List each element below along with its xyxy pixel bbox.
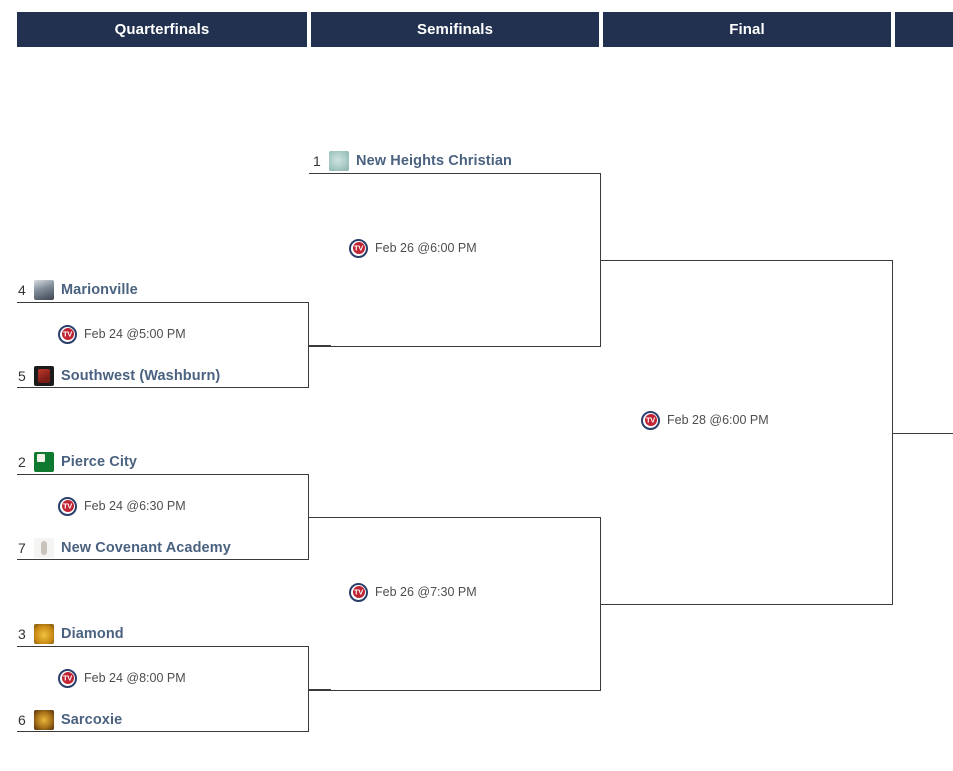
bracket-connector-semifinal-2 (601, 604, 623, 605)
new-covenant-academy-logo (34, 538, 54, 558)
tv-broadcast-icon[interactable] (58, 496, 77, 516)
team-seed: 5 (18, 368, 26, 384)
team-seed: 4 (18, 282, 26, 298)
bracket-line-semifinal-1 (309, 173, 601, 347)
game-broadcast-row[interactable]: Feb 24 @8:00 PM (58, 668, 186, 688)
game-time: Feb 26 @7:30 PM (375, 585, 477, 599)
round-header-semifinals: Semifinals (311, 12, 601, 47)
bracket-connector-quarterfinal-1 (309, 345, 331, 346)
bracket-connector-quarterfinal-2 (309, 517, 331, 518)
bracket-connector-quarterfinal-3 (309, 689, 331, 690)
team-row[interactable]: 1 New Heights Christian (313, 150, 512, 172)
new-heights-christian-logo (329, 151, 349, 171)
game-broadcast-row[interactable]: Feb 24 @6:30 PM (58, 496, 186, 516)
team-name[interactable]: New Covenant Academy (61, 540, 231, 556)
marionville-logo (34, 280, 54, 300)
bracket-line-semifinal-2 (309, 517, 601, 691)
table-row[interactable]: 2 Pierce City (18, 451, 137, 473)
team-name[interactable]: Pierce City (61, 454, 138, 470)
round-header-final: Final (603, 12, 893, 47)
pierce-city-logo (34, 452, 54, 472)
diamond-logo (34, 624, 54, 644)
table-row[interactable]: 5 Southwest (Washburn) (18, 365, 220, 387)
game-broadcast-row[interactable]: Feb 28 @6:00 PM (641, 410, 769, 430)
team-name[interactable]: New Heights Christian (356, 153, 512, 169)
team-name[interactable]: Sarcoxie (61, 712, 123, 728)
table-row[interactable]: 6 Sarcoxie (18, 709, 122, 731)
tv-broadcast-icon[interactable] (58, 324, 77, 344)
team-seed: 7 (18, 540, 26, 556)
team-seed: 1 (313, 153, 321, 169)
bracket-connector-semifinal-1 (601, 260, 623, 261)
game-broadcast-row[interactable]: Feb 24 @5:00 PM (58, 324, 186, 344)
tv-broadcast-icon[interactable] (58, 668, 77, 688)
bracket-line-final (601, 260, 893, 605)
round-header-quarterfinals: Quarterfinals (17, 12, 309, 47)
game-time: Feb 28 @6:00 PM (667, 413, 769, 427)
team-seed: 3 (18, 626, 26, 642)
southwest-washburn-logo (34, 366, 54, 386)
game-time: Feb 24 @6:30 PM (84, 499, 186, 513)
tv-broadcast-icon[interactable] (641, 410, 660, 430)
table-row[interactable]: 3 Diamond (18, 623, 124, 645)
team-name[interactable]: Marionville (61, 282, 138, 298)
team-name[interactable]: Southwest (Washburn) (61, 368, 221, 384)
team-seed: 6 (18, 712, 26, 728)
bracket-connector-final (893, 433, 953, 434)
game-time: Feb 24 @8:00 PM (84, 671, 186, 685)
round-header-champion (895, 12, 953, 47)
table-row[interactable]: 4 Marionville (18, 279, 138, 301)
game-time: Feb 26 @6:00 PM (375, 241, 477, 255)
sarcoxie-logo (34, 710, 54, 730)
table-row[interactable]: 7 New Covenant Academy (18, 537, 231, 559)
team-name[interactable]: Diamond (61, 626, 124, 642)
tv-broadcast-icon[interactable] (349, 238, 368, 258)
game-time: Feb 24 @5:00 PM (84, 327, 186, 341)
game-broadcast-row[interactable]: Feb 26 @6:00 PM (349, 238, 477, 258)
team-seed: 2 (18, 454, 26, 470)
tv-broadcast-icon[interactable] (349, 582, 368, 602)
game-broadcast-row[interactable]: Feb 26 @7:30 PM (349, 582, 477, 602)
